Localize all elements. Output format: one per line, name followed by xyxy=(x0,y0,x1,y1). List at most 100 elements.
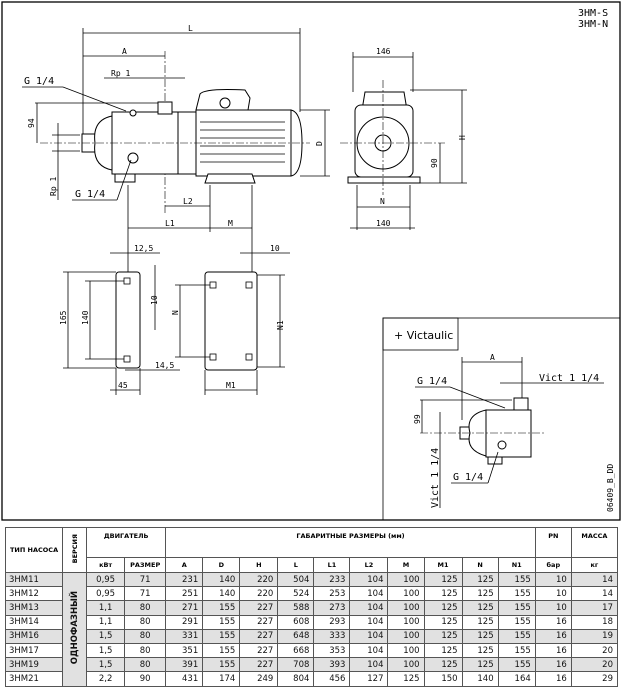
drawing-frame xyxy=(1,1,621,521)
table-cell: 125 xyxy=(423,642,463,659)
table-cell: 16 xyxy=(534,642,572,659)
header-dim-D: D xyxy=(202,557,241,573)
specifications-table: ТИП НАСОСА ВЕРСИЯ ДВИГАТЕЛЬ ГАБАРИТНЫЕ Р… xyxy=(4,527,619,687)
table-cell: 155 xyxy=(497,628,536,644)
table-cell: 125 xyxy=(423,600,463,616)
table-cell: 1,5 xyxy=(86,628,126,644)
header-dim-N1: N1 xyxy=(497,557,536,573)
table-cell: 251 xyxy=(165,586,204,602)
table-cell: 271 xyxy=(165,600,204,616)
table-cell: 104 xyxy=(349,614,389,630)
table-cell: 125 xyxy=(423,657,463,673)
header-dim-M: M xyxy=(387,557,425,573)
table-cell: 155 xyxy=(202,642,241,659)
table-cell: 273 xyxy=(313,600,351,616)
dim-N-foot: N xyxy=(171,310,180,315)
table-cell: 293 xyxy=(313,614,351,630)
table-cell: 127 xyxy=(349,671,389,687)
table-cell: 29 xyxy=(570,671,619,687)
header-bar: бар xyxy=(534,557,572,573)
table-cell: 3HM17 xyxy=(4,642,64,659)
table-cell: 588 xyxy=(277,600,315,616)
victaulic-title: + Victaulic xyxy=(394,329,453,342)
table-cell: 150 xyxy=(423,671,463,687)
table-cell: 3HM11 xyxy=(4,571,64,588)
dim-94: 94 xyxy=(27,118,36,128)
table-cell: 16 xyxy=(534,614,572,630)
table-cell: 227 xyxy=(239,628,279,644)
dim-H: H xyxy=(458,135,467,140)
table-cell: 1,1 xyxy=(86,600,126,616)
table-cell: 708 xyxy=(277,657,315,673)
table-cell: 227 xyxy=(239,600,279,616)
table-cell: 155 xyxy=(497,642,536,659)
table-cell: 456 xyxy=(313,671,351,687)
table-cell: 291 xyxy=(165,614,204,630)
header-kg: кг xyxy=(570,557,619,573)
table-cell: 155 xyxy=(202,657,241,673)
table-cell: 393 xyxy=(313,657,351,673)
table-cell: 351 xyxy=(165,642,204,659)
table-cell: 104 xyxy=(349,586,389,602)
label-g14-top: G 1/4 xyxy=(24,76,54,87)
dim-L2: L2 xyxy=(183,197,193,206)
dim-14-5: 14,5 xyxy=(155,361,174,370)
table-cell: 140 xyxy=(202,586,241,602)
table-cell: 20 xyxy=(570,642,619,659)
table-cell: 14 xyxy=(570,586,619,602)
table-cell: 3HM12 xyxy=(4,586,64,602)
table-cell: 125 xyxy=(461,614,499,630)
dim-L: L xyxy=(188,24,193,33)
table-cell: 90 xyxy=(124,671,167,687)
header-dim-L2: L2 xyxy=(349,557,389,573)
table-cell: 100 xyxy=(387,614,425,630)
header-pump-type: ТИП НАСОСА xyxy=(4,527,64,573)
table-cell: 10 xyxy=(534,586,572,602)
table-cell: 10 xyxy=(534,600,572,616)
header-dim-L: L xyxy=(277,557,315,573)
table-cell: 125 xyxy=(461,571,499,588)
table-cell: 104 xyxy=(349,642,389,659)
side-view: L A Rp 1 G 1/4 94 Rp 1 G 1/4 D L2 L1 xyxy=(22,24,330,250)
table-cell: 80 xyxy=(124,628,167,644)
vict-g14-top: G 1/4 xyxy=(417,376,447,387)
table-cell: 104 xyxy=(349,628,389,644)
foot-right-view: 10 N N1 M1 xyxy=(171,232,290,395)
table-cell: 3HM14 xyxy=(4,614,64,630)
table-cell: 3HM16 xyxy=(4,628,64,644)
table-cell: 20 xyxy=(570,657,619,673)
table-cell: 104 xyxy=(349,571,389,588)
table-cell: 125 xyxy=(461,586,499,602)
header-pn: PN xyxy=(534,527,572,558)
table-cell: 100 xyxy=(387,642,425,659)
table-cell: 227 xyxy=(239,614,279,630)
table-cell: 125 xyxy=(461,657,499,673)
table-cell: 125 xyxy=(461,600,499,616)
model-label-s: 3HM-S xyxy=(578,8,608,19)
model-label-n: 3HM-N xyxy=(578,19,608,30)
table-cell: 155 xyxy=(202,628,241,644)
table-cell: 231 xyxy=(165,571,204,588)
table-cell: 125 xyxy=(423,586,463,602)
dim-M1: M1 xyxy=(226,381,236,390)
table-cell: 16 xyxy=(534,628,572,644)
table-cell: 1,5 xyxy=(86,657,126,673)
table-cell: 80 xyxy=(124,642,167,659)
table-cell: 125 xyxy=(461,642,499,659)
dim-rp-left: Rp 1 xyxy=(49,177,58,196)
header-dim-N: N xyxy=(461,557,499,573)
dim-165: 165 xyxy=(59,310,68,325)
header-dim-A: A xyxy=(165,557,204,573)
table-cell: 155 xyxy=(202,614,241,630)
table-cell: 125 xyxy=(423,628,463,644)
table-cell: 104 xyxy=(349,657,389,673)
table-cell: 140 xyxy=(202,571,241,588)
table-cell: 14 xyxy=(570,571,619,588)
table-cell: 17 xyxy=(570,600,619,616)
table-cell: 10 xyxy=(534,571,572,588)
table-cell: 125 xyxy=(387,671,425,687)
table-cell: 100 xyxy=(387,600,425,616)
